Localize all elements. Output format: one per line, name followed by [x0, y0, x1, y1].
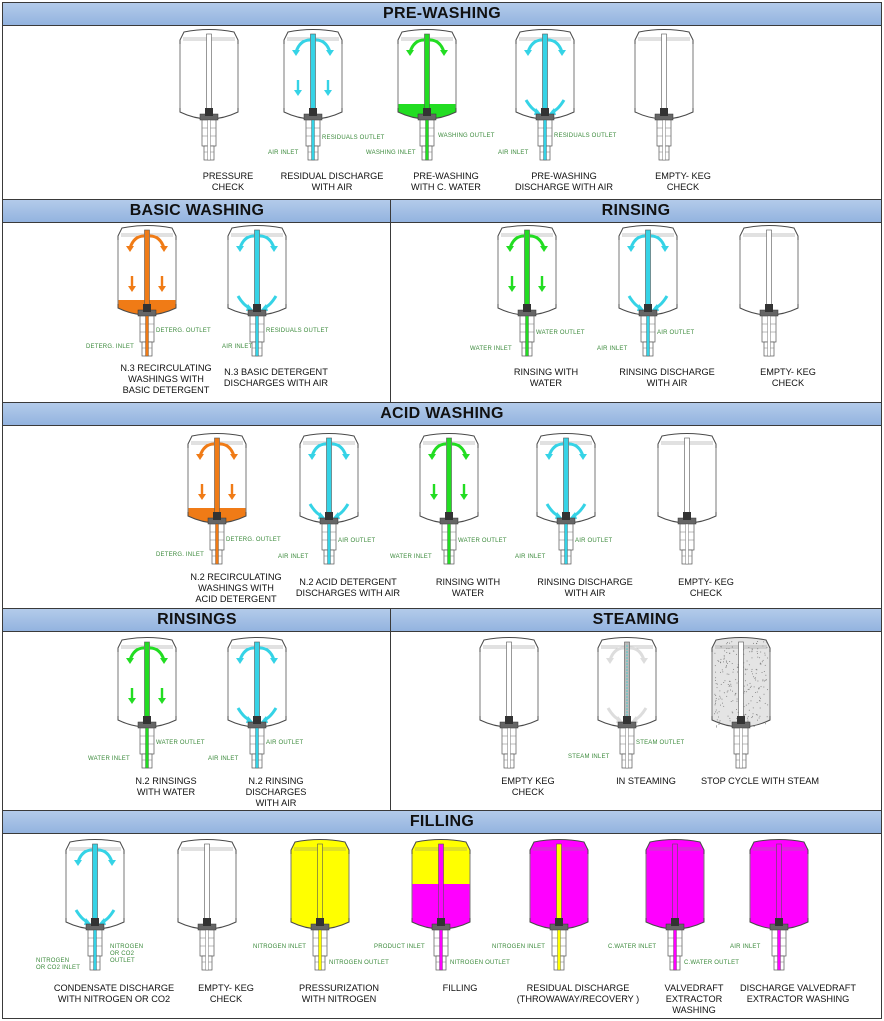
step-steam-empty-keg: EMPTY KEG CHECK: [478, 636, 540, 776]
step-stop-cycle-steam: STOP CYCLE WITH STEAM: [710, 636, 772, 776]
step-caption: STOP CYCLE WITH STEAM: [660, 776, 860, 787]
keg-diagram: [410, 838, 472, 978]
step-prewash-discharge-air: PRE-WASHING DISCHARGE WITH AIR RESIDUALS…: [514, 28, 576, 168]
keg-diagram: [528, 838, 590, 978]
step-caption: EMPTY- KEG CHECK: [606, 577, 806, 599]
keg-diagram: [617, 224, 679, 364]
step-filling-empty-keg: EMPTY- KEG CHECK: [176, 838, 238, 978]
step-rinsings-water: N.2 RINSINGS WITH WATER WATER OUTLET WAT…: [116, 636, 178, 776]
keg-diagram: [396, 28, 458, 168]
keg-diagram: [64, 838, 126, 978]
step-basic-discharge: N.3 BASIC DETERGENT DISCHARGES WITH AIR …: [226, 224, 288, 364]
keg-diagram: [644, 838, 706, 978]
section-title: PRE-WASHING: [3, 3, 881, 26]
section-title: RINSINGS: [3, 609, 391, 632]
keg-diagram: [178, 28, 240, 168]
keg-diagram: [710, 636, 772, 776]
keg-diagram: [738, 224, 800, 364]
step-rinsing-discharge: RINSING DISCHARGE WITH AIR AIR OUTLET AI…: [617, 224, 679, 364]
step-acid-empty-keg: EMPTY- KEG CHECK: [656, 432, 718, 572]
keg-diagram: [478, 636, 540, 776]
step-empty-keg-check: EMPTY- KEG CHECK: [633, 28, 695, 168]
section-title: ACID WASHING: [3, 403, 881, 426]
step-caption: EMPTY- KEG CHECK: [688, 367, 884, 389]
section-title: STEAMING: [391, 609, 881, 632]
step-residual-discharge: RESIDUAL DISCHARGE (THROWAWAY/RECOVERY )…: [528, 838, 590, 978]
section-title: RINSING: [391, 200, 881, 223]
step-rinsing-water: RINSING WITH WATER WATER OUTLET WATER IN…: [496, 224, 558, 364]
step-caption: EMPTY- KEG CHECK: [583, 171, 783, 193]
step-basic-recirc: N.3 RECIRCULATING WASHINGS WITH BASIC DE…: [116, 224, 178, 364]
keg-diagram: [282, 28, 344, 168]
keg-diagram: [656, 432, 718, 572]
step-prewash-cold-water: PRE-WASHING WITH C. WATER WASHING OUTLET…: [396, 28, 458, 168]
step-rinsing-empty-keg: EMPTY- KEG CHECK: [738, 224, 800, 364]
step-pressure-check: PRESSURE CHECK: [178, 28, 240, 168]
step-acid-recirc: N.2 RECIRCULATING WASHINGS WITH ACID DET…: [186, 432, 248, 572]
keg-diagram: [176, 838, 238, 978]
step-acid-rinsing-discharge: RINSING DISCHARGE WITH AIR AIR OUTLET AI…: [535, 432, 597, 572]
keg-diagram: [289, 838, 351, 978]
step-caption: N.3 BASIC DETERGENT DISCHARGES WITH AIR: [176, 367, 376, 389]
step-caption: DISCHARGE VALVEDRAFT EXTRACTOR WASHING: [698, 983, 884, 1005]
section-title: FILLING: [3, 811, 881, 834]
keg-diagram: [226, 224, 288, 364]
keg-diagram: [186, 432, 248, 572]
keg-diagram: [596, 636, 658, 776]
step-acid-discharge: N.2 ACID DETERGENT DISCHARGES WITH AIR A…: [298, 432, 360, 572]
step-caption: N.2 RINSING DISCHARGES WITH AIR: [176, 776, 376, 809]
section-title: BASIC WASHING: [3, 200, 391, 223]
keg-diagram: [418, 432, 480, 572]
step-filling: FILLING PRODUCT INLET NITROGEN OUTLET: [410, 838, 472, 978]
keg-diagram: [496, 224, 558, 364]
keg-diagram: [226, 636, 288, 776]
step-rinsings-discharge: N.2 RINSING DISCHARGES WITH AIR AIR OUTL…: [226, 636, 288, 776]
step-valvedraft-washing: VALVEDRAFT EXTRACTOR WASHING C.WATER INL…: [644, 838, 706, 978]
keg-diagram: [116, 636, 178, 776]
step-acid-rinsing-water: RINSING WITH WATER WATER OUTLET WATER IN…: [418, 432, 480, 572]
keg-diagram: [116, 224, 178, 364]
keg-diagram: [514, 28, 576, 168]
step-discharge-valvedraft: DISCHARGE VALVEDRAFT EXTRACTOR WASHING A…: [748, 838, 810, 978]
step-in-steaming: IN STEAMING STEAM OUTLET STEAM INLET: [596, 636, 658, 776]
step-residual-discharge-air: RESIDUAL DISCHARGE WITH AIR RESIDUALS OU…: [282, 28, 344, 168]
keg-diagram: [748, 838, 810, 978]
step-pressurization: PRESSURIZATION WITH NITROGEN NITROGEN IN…: [289, 838, 351, 978]
keg-diagram: [298, 432, 360, 572]
keg-diagram: [633, 28, 695, 168]
keg-diagram: [535, 432, 597, 572]
step-condensate-discharge: CONDENSATE DISCHARGE WITH NITROGEN OR CO…: [64, 838, 126, 978]
